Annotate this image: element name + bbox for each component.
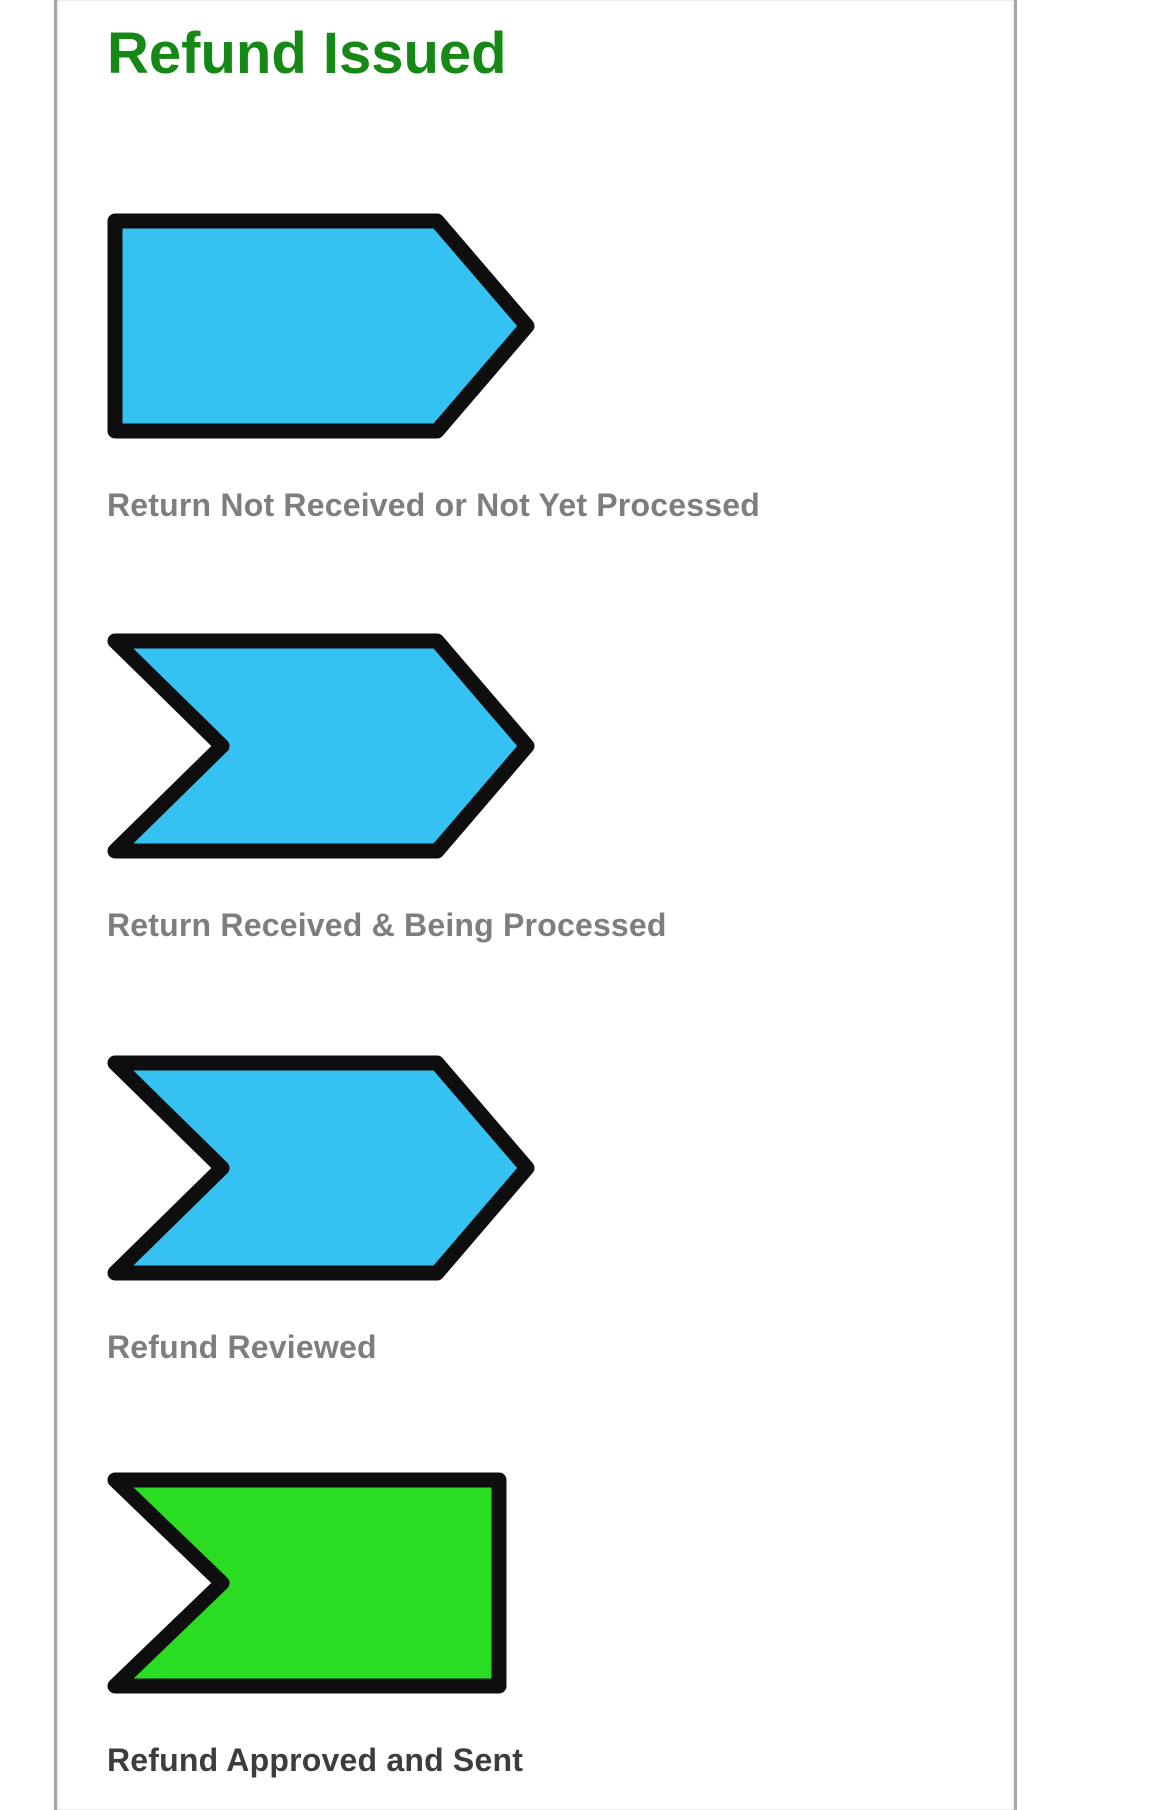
- pentagon-arrow-icon: [107, 213, 535, 439]
- step-label-refund-reviewed: Refund Reviewed: [107, 1329, 377, 1365]
- chevron-arrow-shape: [107, 1055, 535, 1281]
- refund-status-panel: Refund Issued Return Not Received or Not…: [54, 0, 1017, 1810]
- step-label-refund-approved: Refund Approved and Sent: [107, 1742, 524, 1778]
- chevron-arrow-icon: [107, 1055, 535, 1281]
- chevron-arrow-shape: [107, 633, 535, 859]
- step-label-return-not-received: Return Not Received or Not Yet Processed: [107, 487, 760, 523]
- pentagon-arrow-shape: [107, 213, 535, 439]
- refund-step-2: Return Received & Being Processed: [107, 633, 1014, 943]
- chevron-arrow-icon: [107, 633, 535, 859]
- page-title: Refund Issued: [107, 21, 507, 86]
- refund-step-3: Refund Reviewed: [107, 1055, 1014, 1365]
- step-label-return-received: Return Received & Being Processed: [107, 907, 667, 943]
- chevron-banner-shape: [107, 1472, 507, 1694]
- refund-step-1: Return Not Received or Not Yet Processed: [107, 213, 1014, 523]
- refund-step-4: Refund Approved and Sent: [107, 1472, 1014, 1778]
- chevron-banner-icon: [107, 1472, 507, 1694]
